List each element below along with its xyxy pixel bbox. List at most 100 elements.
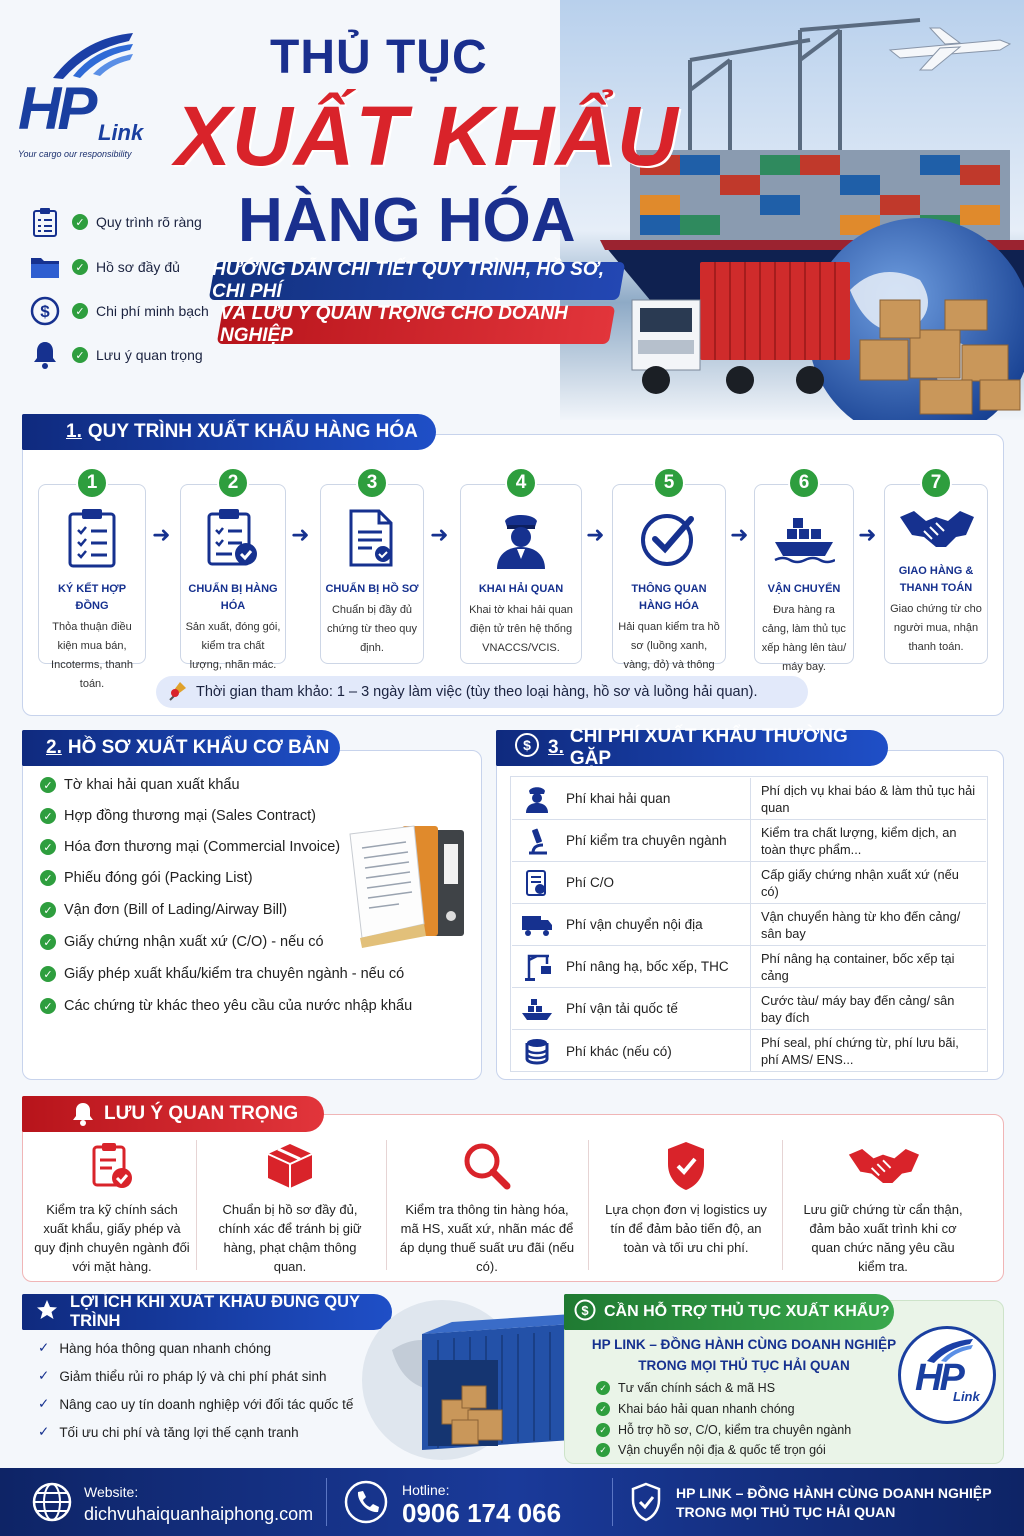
badge-logo-text: HP xyxy=(915,1357,965,1399)
cost-desc: Kiểm tra chất lượng, kiểm dịch, an toàn … xyxy=(750,820,986,861)
bell-icon xyxy=(72,1102,94,1132)
costs-num: 3. xyxy=(548,737,564,758)
clipboard-icon xyxy=(30,207,60,237)
feature-label: Lưu ý quan trọng xyxy=(96,347,203,363)
step-desc: Thỏa thuận điều kiện mua bán, Incoterms,… xyxy=(51,621,133,690)
costs-title: CHI PHÍ XUẤT KHẨU THƯỜNG GẶP xyxy=(569,726,848,769)
benefits-panel xyxy=(22,1314,418,1460)
step-desc: Chuẩn bị đầy đủ chứng từ theo quy định. xyxy=(327,604,417,654)
title-line-3: HÀNG HÓA xyxy=(238,186,576,255)
pin-icon xyxy=(166,680,188,706)
clipboard-check-icon xyxy=(34,1138,190,1194)
checklist-icon xyxy=(185,499,281,577)
table-row: Phí nâng hạ, bốc xếp, THC Phí nâng hạ co… xyxy=(512,946,986,988)
website-link[interactable]: dichvuhaiquanhaiphong.com xyxy=(84,1504,314,1524)
note-item: Chuẩn bị hồ sơ đầy đủ, chính xác để trán… xyxy=(212,1138,368,1278)
note-text: Lựa chọn đơn vị logistics uy tín để đảm … xyxy=(605,1202,767,1255)
phone-icon xyxy=(344,1480,388,1529)
note-text: Chuẩn bị hồ sơ đầy đủ, chính xác để trán… xyxy=(218,1202,362,1274)
list-item: ✓Tờ khai hải quan xuất khẩu xyxy=(40,777,240,793)
list-item: ✓Hỗ trợ hồ sơ, C/O, kiểm tra chuyên ngàn… xyxy=(596,1423,851,1437)
list-item: ✓Hàng hóa thông quan nhanh chóng xyxy=(38,1340,272,1356)
website-label: Website: xyxy=(84,1484,139,1500)
coins-icon xyxy=(512,1037,562,1065)
container-globe-illustration xyxy=(362,1300,582,1473)
step-title: CHUẨN BỊ HỒ SƠ xyxy=(325,583,419,595)
step-number: 2 xyxy=(217,467,249,499)
shield-check-icon xyxy=(604,1138,768,1194)
list-item: ✓Giảm thiểu rủi ro pháp lý và chi phí ph… xyxy=(38,1368,327,1384)
binders-illustration xyxy=(340,820,474,955)
list-item: ✓Tư vấn chính sách & mã HS xyxy=(596,1381,775,1395)
documents-title: HỒ SƠ XUẤT KHẨU CƠ BẢN xyxy=(67,737,330,758)
step-number: 4 xyxy=(505,467,537,499)
table-row: Phí vận chuyển nội địa Vận chuyển hàng t… xyxy=(512,904,986,946)
logo-text: HP xyxy=(18,75,97,142)
support-subtitle-2: TRONG MỌI THỦ TỤC HẢI QUAN xyxy=(638,1358,850,1373)
arrow-right-icon: ➜ xyxy=(858,522,877,547)
check-icon: ✓ xyxy=(72,214,88,230)
costs-header: $ 3. CHI PHÍ XUẤT KHẨU THƯỜNG GẶP xyxy=(496,726,888,769)
note-text: Lưu giữ chứng từ cẩn thận, đảm bảo xuất … xyxy=(803,1202,963,1274)
ship-icon xyxy=(512,996,562,1022)
hotline-number[interactable]: 0906 174 066 xyxy=(402,1498,562,1528)
list-item: ✓Hợp đồng thương mại (Sales Contract) xyxy=(40,808,316,824)
ribbon-1-text: HƯỚNG DẪN CHI TIẾT QUY TRÌNH, HỒ SƠ, CHI… xyxy=(212,259,605,302)
time-note-text: Thời gian tham khảo: 1 – 3 ngày làm việc… xyxy=(196,684,758,700)
support-logo-badge: HP Link xyxy=(898,1326,996,1424)
step-card: 2 CHUẨN BỊ HÀNG HÓA Sản xuất, đóng gói, … xyxy=(180,467,286,671)
notes-header: LƯU Ý QUAN TRỌNG xyxy=(22,1096,324,1132)
process-num: 1. xyxy=(66,421,82,442)
hotline-label: Hotline: xyxy=(402,1482,450,1498)
ship-logo-icon xyxy=(53,33,133,79)
list-item: ✓Phiếu đóng gói (Packing List) xyxy=(40,870,253,886)
support-subtitle-1: HP LINK – ĐỒNG HÀNH CÙNG DOANH NGHIỆP xyxy=(591,1337,897,1352)
arrow-right-icon: ➜ xyxy=(152,522,171,547)
contract-icon xyxy=(43,499,141,577)
step-card: 6 VẬN CHUYỂN Đưa hàng ra cảng, làm thủ t… xyxy=(754,467,854,673)
arrow-right-icon: ➜ xyxy=(291,522,310,547)
certificate-icon xyxy=(512,869,562,897)
step-number: 5 xyxy=(653,467,685,499)
support-title: CẦN HỖ TRỢ THỦ TỤC XUẤT KHẨU? xyxy=(604,1303,890,1320)
step-number: 6 xyxy=(788,467,820,499)
cost-name: Phí vận tải quốc tế xyxy=(566,1001,678,1016)
step-title: KHAI HẢI QUAN xyxy=(478,583,564,595)
cost-name: Phí khai hải quan xyxy=(566,791,671,806)
footer-slogan-2: TRONG MỌI THỦ TỤC HẢI QUAN xyxy=(676,1504,896,1520)
step-desc: Sản xuất, đóng gói, kiểm tra chất lượng,… xyxy=(185,621,281,671)
step-card: 5 THÔNG QUAN HÀNG HÓA Hải quan kiểm tra … xyxy=(612,467,726,690)
table-row: Phí C/O Cấp giấy chứng nhận xuất xứ (nếu… xyxy=(512,862,986,904)
costs-table xyxy=(510,776,988,1072)
box-icon xyxy=(212,1138,368,1194)
officer-icon xyxy=(512,785,562,813)
star-icon xyxy=(36,1299,58,1326)
check-icon: ✓ xyxy=(72,347,88,363)
cost-desc: Phí dịch vụ khai báo & làm thủ tục hải q… xyxy=(750,778,986,819)
step-desc: Hải quan kiểm tra hồ sơ (luồng xanh, vàn… xyxy=(618,621,720,690)
globe-icon xyxy=(32,1482,72,1527)
footer: Website: dichvuhaiquanhaiphong.com Hotli… xyxy=(0,1468,1024,1536)
note-item: Lựa chọn đơn vị logistics uy tín để đảm … xyxy=(604,1138,768,1278)
truck-icon xyxy=(512,913,562,937)
title-line-1: THỦ TỤC xyxy=(270,31,488,84)
step-card: 3 CHUẨN BỊ HỒ SƠ Chuẩn bị đầy đủ chứng t… xyxy=(320,467,424,664)
footer-slogan: HP LINK – ĐỒNG HÀNH CÙNG DOANH NGHIỆP TR… xyxy=(676,1484,992,1522)
note-item: Kiểm tra kỹ chính sách xuất khẩu, giấy p… xyxy=(34,1138,190,1278)
step-number: 3 xyxy=(356,467,388,499)
svg-text:$: $ xyxy=(40,302,50,321)
dollar-circle-icon: $ xyxy=(514,732,540,764)
step-card: 4 KHAI HẢI QUAN Khai tờ khai hải quan đi… xyxy=(460,467,582,664)
step-card: 7 GIAO HÀNG & THANH TOÁN Giao chứng từ c… xyxy=(884,467,988,664)
step-desc: Đưa hàng ra cảng, làm thủ tục xếp hàng l… xyxy=(761,604,847,673)
footer-slogan-1: HP LINK – ĐỒNG HÀNH CÙNG DOANH NGHIỆP xyxy=(676,1485,992,1501)
note-text: Kiểm tra kỹ chính sách xuất khẩu, giấy p… xyxy=(34,1202,190,1274)
cost-desc: Phí nâng hạ container, bốc xếp tại cảng xyxy=(750,946,986,987)
logo-sub: Link xyxy=(98,120,144,145)
feature-item: ✓ Quy trình rõ ràng xyxy=(30,207,202,237)
list-item: ✓Giấy chứng nhận xuất xứ (C/O) - nếu có xyxy=(40,934,324,950)
svg-text:$: $ xyxy=(523,737,531,753)
logo-tagline: Your cargo our responsibility xyxy=(18,149,132,159)
notes-panel xyxy=(22,1114,1004,1282)
documents-header: 2. HỒ SƠ XUẤT KHẨU CƠ BẢN xyxy=(22,730,340,766)
